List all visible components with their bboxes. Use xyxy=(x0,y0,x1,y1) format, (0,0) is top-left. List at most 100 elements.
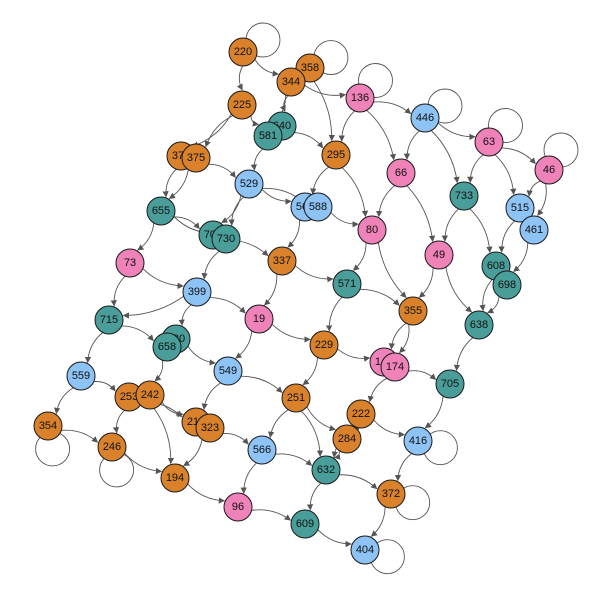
node-136[interactable]: 136 xyxy=(345,83,375,113)
node-19[interactable]: 19 xyxy=(244,304,274,334)
edge-566-96 xyxy=(240,462,257,494)
node-46[interactable]: 46 xyxy=(534,155,564,185)
node-label: 658 xyxy=(158,341,176,353)
node-284[interactable]: 284 xyxy=(332,424,362,454)
node-label: 404 xyxy=(356,544,374,556)
node-label: 136 xyxy=(351,92,369,104)
node-655[interactable]: 655 xyxy=(146,196,176,226)
edge-632-372 xyxy=(339,474,378,490)
edge-640-295 xyxy=(294,132,324,149)
node-638[interactable]: 638 xyxy=(464,310,494,340)
node-label: 609 xyxy=(296,518,314,530)
edge-399-715 xyxy=(122,295,184,319)
node-220[interactable]: 220 xyxy=(228,37,258,67)
node-323[interactable]: 323 xyxy=(195,413,225,443)
edge-399-620 xyxy=(178,304,192,326)
node-229[interactable]: 229 xyxy=(309,330,339,360)
node-label: 354 xyxy=(39,420,57,432)
node-circle xyxy=(398,296,428,326)
edge-446-733 xyxy=(430,130,460,184)
node-174[interactable]: 174 xyxy=(380,352,410,382)
node-label: 638 xyxy=(470,319,488,331)
edge-705-416 xyxy=(424,396,444,429)
node-246[interactable]: 246 xyxy=(97,432,127,462)
node-715[interactable]: 715 xyxy=(94,305,124,335)
node-label: 242 xyxy=(141,389,159,401)
node-label: 399 xyxy=(188,286,206,298)
node-49[interactable]: 49 xyxy=(424,240,454,270)
node-295[interactable]: 295 xyxy=(321,140,351,170)
node-73[interactable]: 73 xyxy=(115,248,145,278)
edge-374-655 xyxy=(162,168,177,198)
node-251[interactable]: 251 xyxy=(281,383,311,413)
node-344[interactable]: 344 xyxy=(276,67,306,97)
edge-375-655 xyxy=(168,169,189,199)
node-515[interactable]: 515 xyxy=(505,193,535,223)
node-733[interactable]: 733 xyxy=(449,181,479,211)
node-354[interactable]: 354 xyxy=(33,411,63,441)
node-label: 225 xyxy=(233,99,251,111)
node-circle xyxy=(464,310,494,340)
node-circle xyxy=(435,369,465,399)
node-355[interactable]: 355 xyxy=(398,296,428,326)
node-529[interactable]: 529 xyxy=(234,169,264,199)
node-242[interactable]: 242 xyxy=(135,380,165,410)
node-658[interactable]: 658 xyxy=(152,332,182,362)
node-609[interactable]: 609 xyxy=(290,509,320,539)
edge-73-715 xyxy=(110,275,126,307)
node-label: 355 xyxy=(404,305,422,317)
node-337[interactable]: 337 xyxy=(267,246,297,276)
node-632[interactable]: 632 xyxy=(311,455,341,485)
node-96[interactable]: 96 xyxy=(223,492,253,522)
node-253[interactable]: 253 xyxy=(114,382,144,412)
edge-608-638 xyxy=(479,279,493,312)
node-559[interactable]: 559 xyxy=(66,361,96,391)
node-circle xyxy=(345,83,375,113)
node-549[interactable]: 549 xyxy=(213,356,243,386)
node-372[interactable]: 372 xyxy=(376,479,406,509)
node-416[interactable]: 416 xyxy=(403,426,433,456)
node-222[interactable]: 222 xyxy=(346,399,376,429)
node-label: 295 xyxy=(327,149,345,161)
node-194[interactable]: 194 xyxy=(160,463,190,493)
edge-63-733 xyxy=(467,154,484,184)
node-461[interactable]: 461 xyxy=(519,215,549,245)
edge-372-404 xyxy=(370,506,386,537)
edge-220-344 xyxy=(254,59,279,77)
edge-461-698 xyxy=(513,242,529,272)
node-705[interactable]: 705 xyxy=(435,369,465,399)
node-588[interactable]: 588 xyxy=(303,192,333,222)
edge-246-194 xyxy=(124,452,163,475)
node-80[interactable]: 80 xyxy=(357,215,387,245)
edge-49-355 xyxy=(418,267,434,298)
node-446[interactable]: 446 xyxy=(410,103,440,133)
edge-80-355 xyxy=(377,242,407,299)
edge-559-253 xyxy=(93,381,116,392)
edge-136-295 xyxy=(338,110,355,142)
node-label: 96 xyxy=(232,501,244,513)
node-66[interactable]: 66 xyxy=(386,158,416,188)
edge-733-49 xyxy=(441,208,459,242)
edge-63-46 xyxy=(501,147,536,165)
node-circle xyxy=(311,455,341,485)
node-698[interactable]: 698 xyxy=(492,270,522,300)
node-571[interactable]: 571 xyxy=(332,269,362,299)
node-566[interactable]: 566 xyxy=(247,435,277,465)
node-225[interactable]: 225 xyxy=(227,90,257,120)
node-730[interactable]: 730 xyxy=(211,224,241,254)
node-404[interactable]: 404 xyxy=(350,535,380,565)
node-circle xyxy=(519,215,549,245)
node-375[interactable]: 375 xyxy=(181,143,211,173)
node-label: 608 xyxy=(487,260,505,272)
node-63[interactable]: 63 xyxy=(474,127,504,157)
edge-566-632 xyxy=(275,453,313,466)
node-circle xyxy=(303,192,333,222)
edge-242-194 xyxy=(153,408,175,465)
edge-225-374 xyxy=(191,113,232,148)
node-399[interactable]: 399 xyxy=(182,277,212,307)
node-label: 229 xyxy=(315,339,333,351)
node-581[interactable]: 581 xyxy=(253,121,283,151)
edge-63-515 xyxy=(494,154,517,196)
edge-80-571 xyxy=(352,242,367,271)
